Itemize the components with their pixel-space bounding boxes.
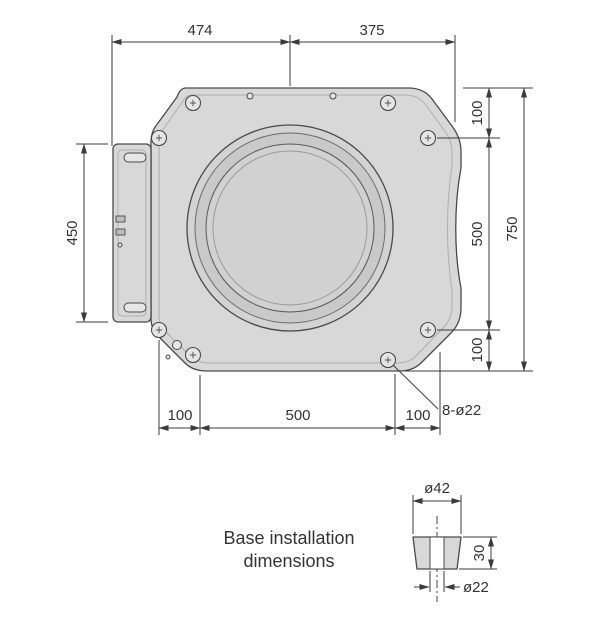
dim-bottom: 100 500 100 — [158, 340, 441, 435]
small-hole — [246, 92, 254, 100]
bolt-hole — [379, 94, 397, 112]
dim-474-label: 474 — [187, 22, 212, 39]
dim-left: 450 — [64, 143, 108, 323]
bore-inner-line — [212, 150, 368, 306]
dim-750-label: 750 — [504, 216, 521, 241]
dim-30-label: 30 — [471, 545, 488, 562]
small-hole — [165, 354, 171, 360]
holes-callout: 8-ø22 — [392, 364, 481, 419]
dim-bottom-500-label: 500 — [285, 407, 310, 424]
dim-right-100-bottom-label: 100 — [469, 337, 486, 362]
small-hole — [329, 92, 337, 100]
caption-line-1: Base installation — [223, 528, 354, 548]
dim-top: 474 375 — [111, 22, 456, 146]
bolt-hole — [150, 321, 168, 339]
center-bore — [186, 124, 394, 332]
base-plate — [112, 87, 462, 372]
caption: Base installation dimensions — [223, 528, 354, 571]
flange-rail — [112, 143, 152, 323]
holes-callout-label: 8-ø22 — [442, 402, 481, 419]
dim-375-label: 375 — [359, 22, 384, 39]
auxiliary-holes — [165, 92, 337, 360]
bolt-hole — [419, 129, 437, 147]
flange-rail-body — [112, 143, 152, 323]
connector-icon — [115, 228, 126, 236]
dim-right: 100 500 100 750 — [405, 87, 533, 372]
dim-d22-label: ø22 — [463, 579, 489, 596]
bolt-hole — [150, 129, 168, 147]
small-hole — [172, 340, 182, 350]
caption-line-2: dimensions — [243, 551, 334, 571]
rail-slot-bottom — [123, 302, 147, 313]
bolt-hole — [184, 94, 202, 112]
connector-icon — [115, 215, 126, 223]
dim-right-500-label: 500 — [469, 221, 486, 246]
bore-inner-disc — [205, 143, 375, 313]
detail-section: ø42 30 ø22 — [412, 480, 497, 602]
foot-through-hole — [429, 536, 445, 570]
dim-right-100-top-label: 100 — [469, 100, 486, 125]
dim-450-label: 450 — [64, 220, 81, 245]
bolt-hole — [419, 321, 437, 339]
rail-slot-top — [123, 152, 147, 163]
dim-bottom-100-right-label: 100 — [405, 407, 430, 424]
dim-bottom-100-left-label: 100 — [167, 407, 192, 424]
leader-line — [392, 364, 439, 410]
rail-pin-hole — [117, 242, 123, 248]
bolt-hole — [184, 346, 202, 364]
dim-d42-label: ø42 — [424, 480, 450, 497]
